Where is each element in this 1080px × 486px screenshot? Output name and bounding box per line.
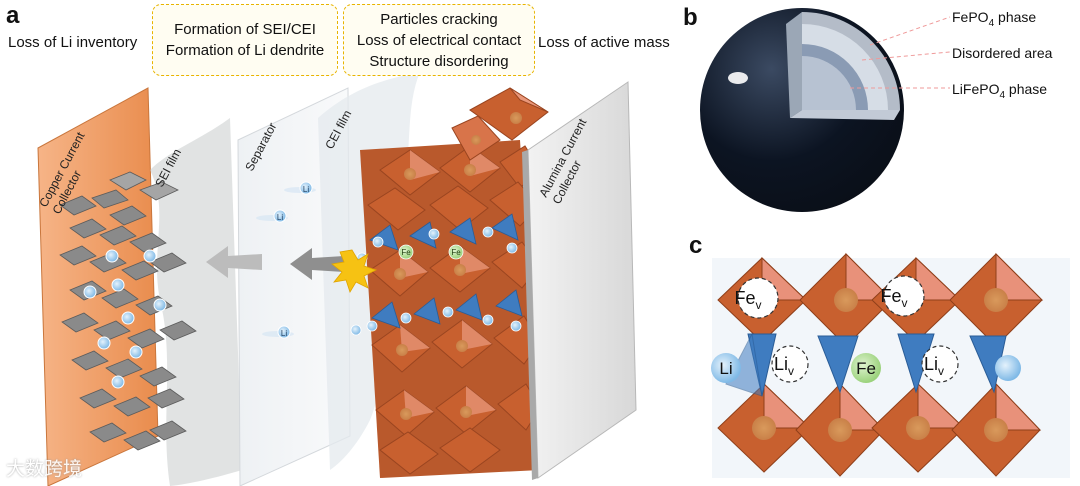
fepo4-phase-label: FePO4 phase bbox=[952, 9, 1036, 29]
fe-vacancy-label-1: Fev bbox=[734, 288, 761, 312]
fe-label-cathode-1: Fe bbox=[401, 248, 411, 257]
lfp-particle-sphere bbox=[700, 8, 904, 212]
li-label-2: Li bbox=[277, 213, 283, 222]
lifepo4-phase-label: LiFePO4 phase bbox=[952, 81, 1047, 101]
lfp-lattice bbox=[711, 252, 1070, 478]
watermark-logo: 大数跨境 bbox=[6, 458, 83, 480]
li-ions-separator bbox=[256, 181, 316, 339]
loss-active-mass-label: Loss of active mass bbox=[538, 34, 670, 51]
alumina-current-collector bbox=[527, 81, 637, 479]
li-ions-anode bbox=[83, 249, 167, 389]
li-atom-label: Li bbox=[719, 359, 732, 378]
panel-label-c: c bbox=[689, 232, 703, 259]
degradation-box: Particles cracking Loss of electrical co… bbox=[343, 4, 535, 76]
li-label-1: Li bbox=[303, 185, 309, 194]
cathode-crystal bbox=[350, 140, 541, 478]
panel-label-b: b bbox=[683, 4, 698, 31]
box-line-disorder: Structure disordering bbox=[369, 52, 509, 70]
disordered-area-label: Disordered area bbox=[952, 45, 1053, 61]
fe-atom-label: Fe bbox=[856, 359, 876, 378]
li-label-3: Li bbox=[281, 329, 287, 338]
arrow-left-2 bbox=[290, 248, 344, 280]
box-line-cracking: Particles cracking bbox=[380, 10, 498, 28]
sei-cei-box: Formation of SEI/CEI Formation of Li den… bbox=[152, 4, 338, 76]
li-vacancy-label-2: Liv bbox=[924, 354, 944, 378]
fe-vacancy-label-2: Fev bbox=[880, 286, 907, 310]
cracked-particle bbox=[451, 87, 549, 161]
box-line-contact: Loss of electrical contact bbox=[356, 31, 522, 49]
spark-icon bbox=[331, 249, 378, 293]
box-line-sei-cei: Formation of SEI/CEI bbox=[174, 21, 316, 38]
fe-label-cathode-2: Fe bbox=[451, 248, 461, 257]
box-line-dendrite: Formation of Li dendrite bbox=[165, 42, 325, 59]
loss-li-inventory-label: Loss of Li inventory bbox=[8, 34, 138, 51]
panel-label-a: a bbox=[6, 2, 20, 29]
arrow-left-1 bbox=[206, 246, 262, 278]
li-vacancy-label-1: Liv bbox=[774, 354, 794, 378]
